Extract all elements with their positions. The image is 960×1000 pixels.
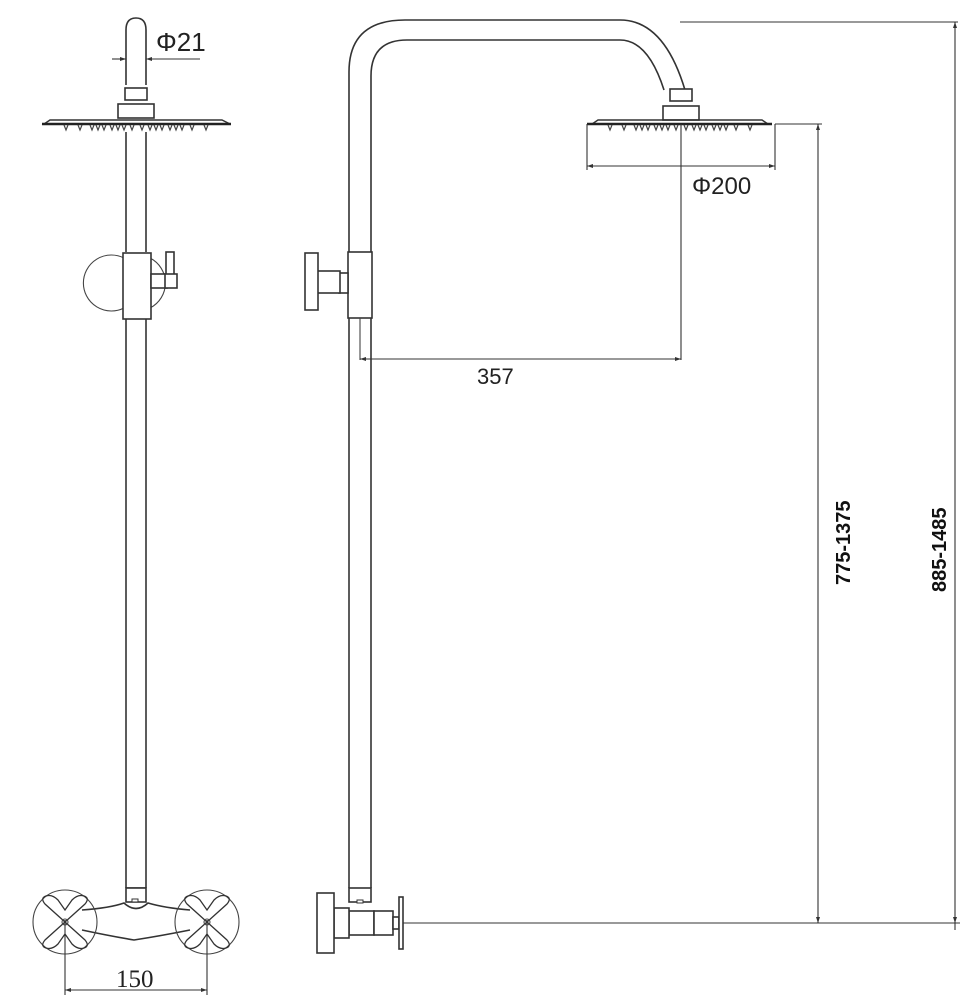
wall-flange (398, 896, 404, 950)
mixer-nut (333, 907, 350, 939)
side-view: Φ200 357 (304, 19, 960, 954)
front-view: Φ21 (32, 17, 240, 995)
arm-connector-nut (669, 88, 693, 102)
head-connector-nut (124, 87, 148, 101)
mixer-handle-side (316, 892, 335, 954)
mixer-body-top (81, 902, 191, 911)
nozzles (607, 124, 753, 132)
diverter-stem-side (316, 270, 341, 294)
dimension-arm-reach: 357 (360, 357, 681, 389)
top-pipe-stub (125, 17, 147, 85)
head-mount-block (117, 103, 155, 119)
dimension-pipe-diameter: Φ21 (112, 27, 206, 61)
total-height-label: 885-1485 (929, 507, 951, 592)
dimension-total-height: 885-1485 (680, 21, 958, 930)
inlet-spacing-label: 150 (116, 966, 154, 993)
diverter-lever (165, 251, 175, 277)
mixer-body-bottom (81, 929, 191, 941)
shower-arm-inner (370, 39, 665, 252)
dimension-head-height: 775-1375 (775, 123, 855, 923)
arm-reach-label: 357 (477, 364, 514, 389)
head-mount-block (662, 105, 700, 121)
shower-arm-outer (348, 19, 686, 252)
diverter-body (122, 252, 152, 320)
head-diameter-label: Φ200 (692, 173, 751, 200)
mixer-body-side (348, 910, 375, 936)
diverter-body-side (347, 251, 373, 319)
nozzles (63, 124, 209, 132)
head-height-label: 775-1375 (833, 500, 855, 585)
diverter-escutcheon (82, 254, 125, 312)
pipe-diameter-label: Φ21 (156, 27, 206, 57)
dimension-head-diameter: Φ200 (586, 124, 776, 200)
dimension-inlet-spacing: 150 (64, 920, 208, 995)
diverter-knob (304, 252, 319, 311)
